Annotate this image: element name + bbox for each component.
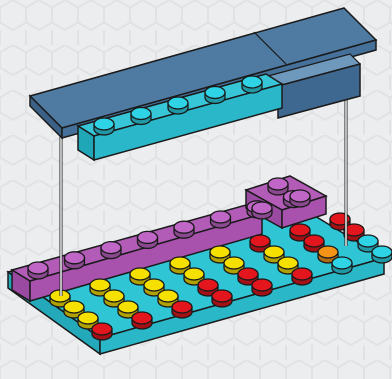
stud-red — [292, 268, 312, 285]
stud-purple — [211, 211, 231, 228]
stud-purple — [101, 242, 121, 259]
stud-red — [252, 279, 272, 296]
stud-cyan — [205, 87, 225, 104]
stud-purple — [65, 252, 85, 269]
stud-purple — [28, 262, 48, 279]
stud-red — [212, 290, 232, 307]
stud-red — [92, 323, 112, 340]
stud-purple — [268, 178, 288, 195]
stud-cyan — [168, 97, 188, 114]
stud-cyan — [131, 108, 151, 125]
stud-cyan — [372, 246, 392, 263]
stud-cyan — [94, 118, 114, 135]
stud-red — [172, 301, 192, 318]
stud-cyan — [332, 257, 352, 274]
stud-purple — [252, 202, 272, 219]
stud-purple — [138, 231, 158, 248]
stud-purple — [174, 221, 194, 238]
stud-cyan — [242, 76, 262, 93]
stud-purple — [290, 190, 310, 207]
stud-red — [132, 312, 152, 329]
